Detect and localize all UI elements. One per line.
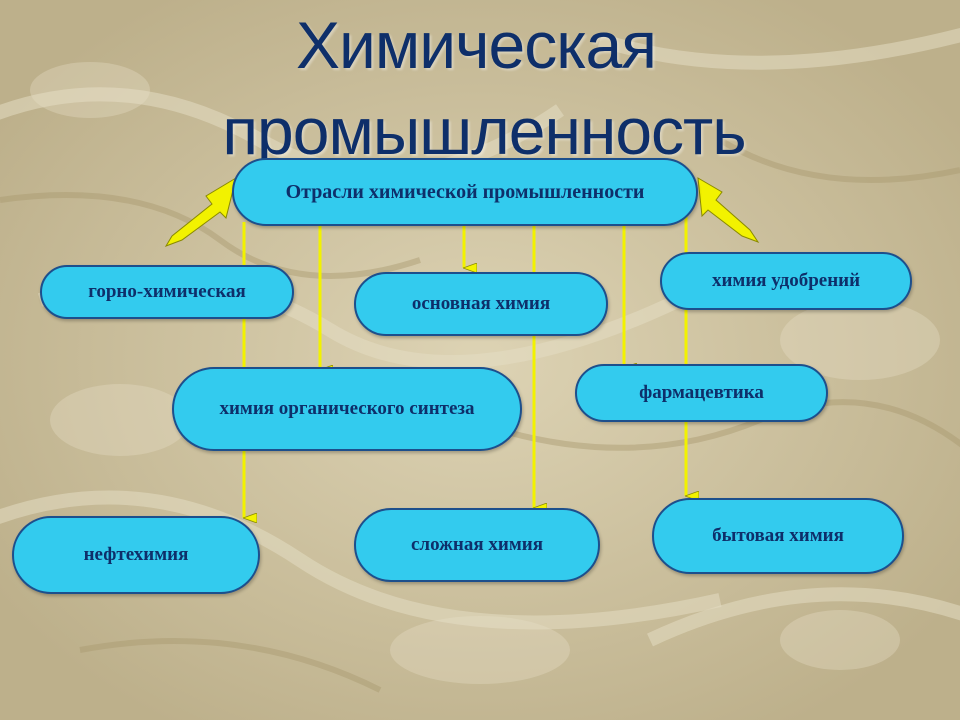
node-osnovnaya-himiya: основная химия [354,272,608,336]
node-gorno-himicheskaya: горно-химическая [40,265,294,319]
node-organic-synthesis: химия органического синтеза [172,367,522,451]
bolt-arrow-right [697,177,760,244]
title-line-1: Химическая [296,8,657,82]
bolt-arrow-left [164,176,237,247]
title-line-2: промышленность [222,94,746,168]
node-bytovaya-himiya: бытовая химия [652,498,904,574]
node-himiya-udobreniy: химия удобрений [660,252,912,310]
node-farmacevtika: фармацевтика [575,364,828,422]
node-root-branches: Отрасли химической промышленности [232,158,698,226]
node-neftehimiya: нефтехимия [12,516,260,594]
node-slozhnaya-himiya: сложная химия [354,508,600,582]
